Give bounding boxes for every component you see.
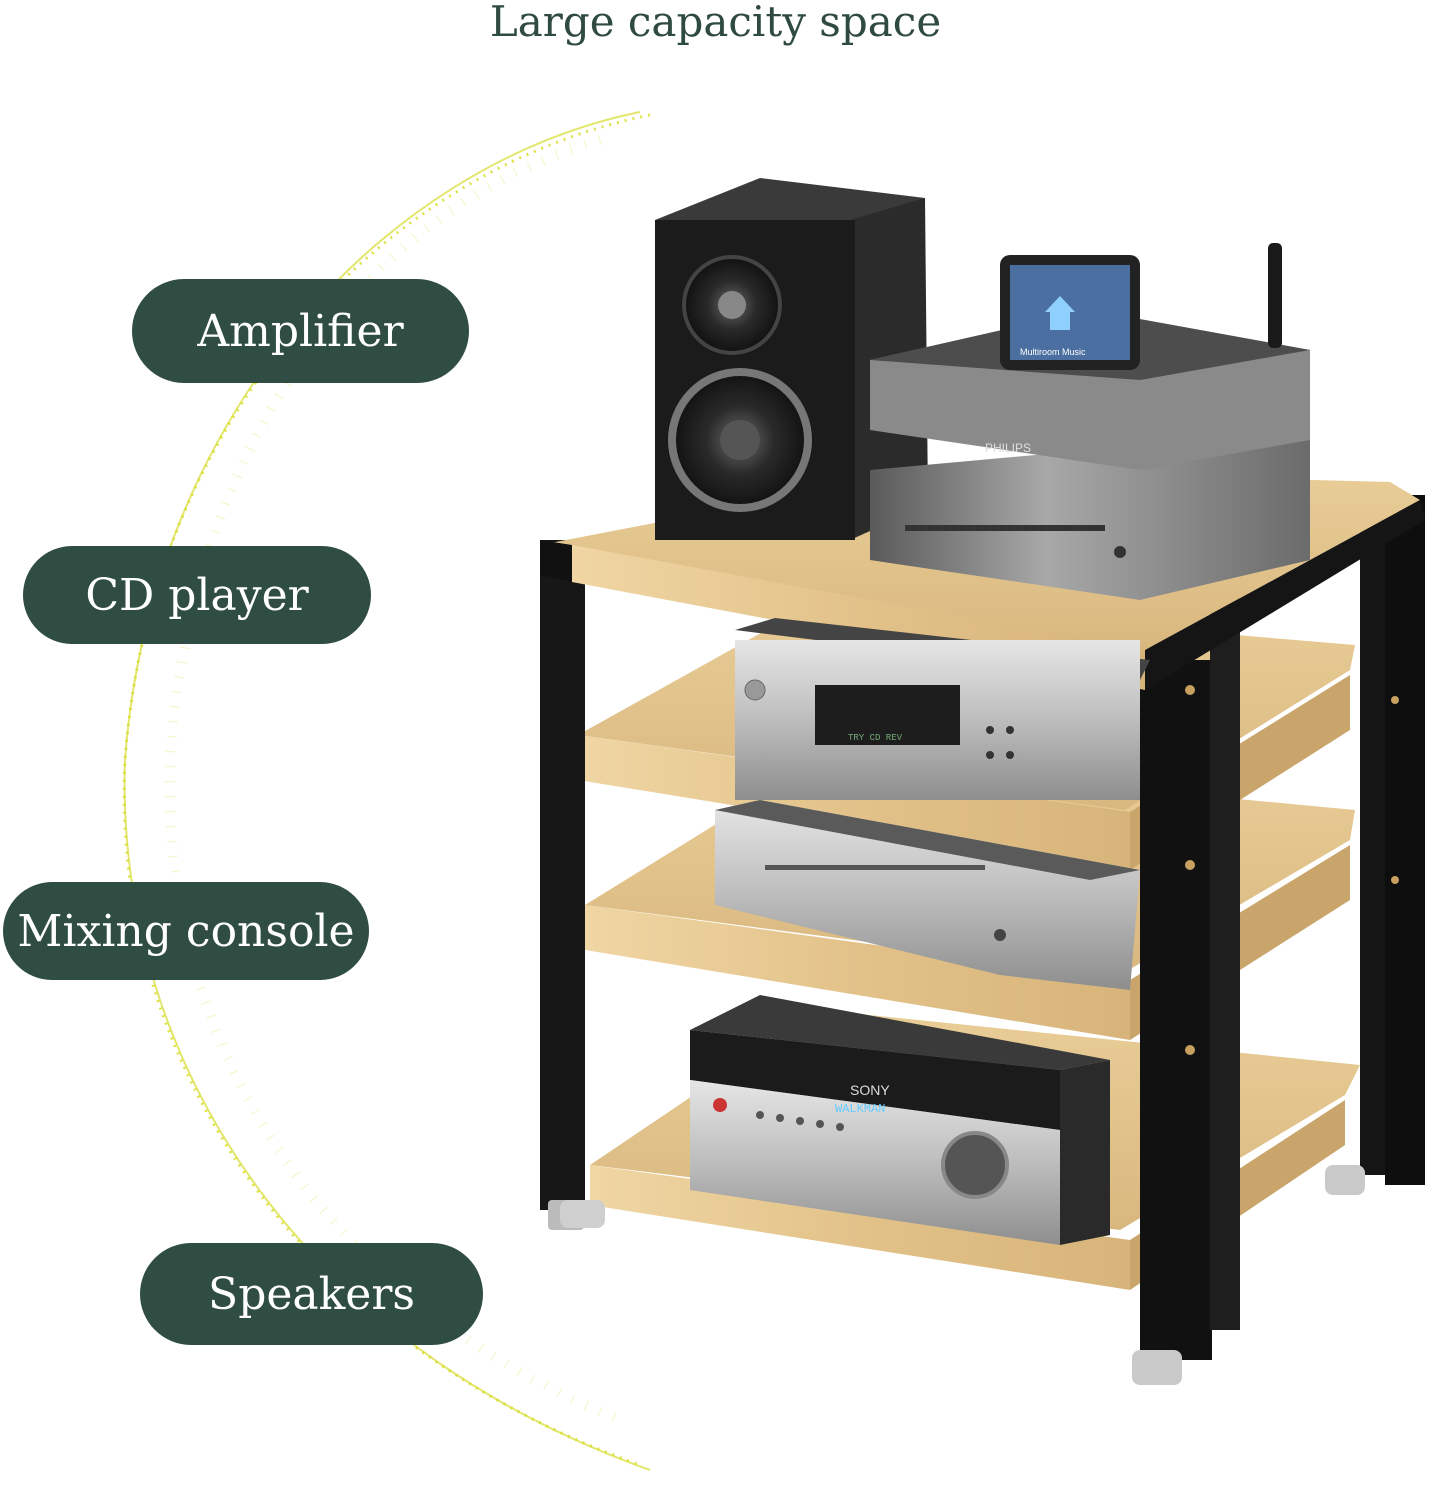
receiver-front	[690, 1080, 1060, 1245]
label-mixing-console: Mixing console	[3, 882, 369, 980]
screen-caption: Multiroom Music	[1020, 347, 1086, 357]
shelf-second-front	[578, 735, 1130, 870]
rack-foot	[560, 1200, 605, 1228]
device-brand-top: PHILIPS	[985, 441, 1031, 455]
rack-back-post-right	[1385, 495, 1425, 1185]
network-player-base	[870, 430, 1310, 600]
rack-front-post-right	[1140, 660, 1212, 1360]
device-brand-bottom: SONY	[850, 1082, 890, 1098]
disc-player	[715, 800, 1140, 990]
rack-front-post-left	[540, 540, 585, 1210]
label-amplifier: Amplifier	[132, 279, 469, 383]
page-title: Large capacity space	[489, 0, 942, 46]
svg-text:TRY CD REV: TRY CD REV	[848, 733, 903, 743]
label-speakers: Speakers	[140, 1243, 483, 1345]
label-cd-player: CD player	[23, 546, 371, 644]
shelf-third-front	[585, 905, 1130, 1040]
antenna	[1268, 243, 1282, 348]
receiver-top	[690, 1030, 1060, 1130]
shelf-bottom-front	[590, 1165, 1130, 1290]
rack-foot	[1132, 1350, 1182, 1385]
audio-rack-illustration: PHILIPS Multiroom Music TRY CD REV SONY …	[540, 178, 1425, 1385]
rack-foot	[1325, 1165, 1365, 1195]
volume-knob	[941, 1131, 1009, 1199]
receiver-display: WALKMAN	[835, 1102, 885, 1116]
